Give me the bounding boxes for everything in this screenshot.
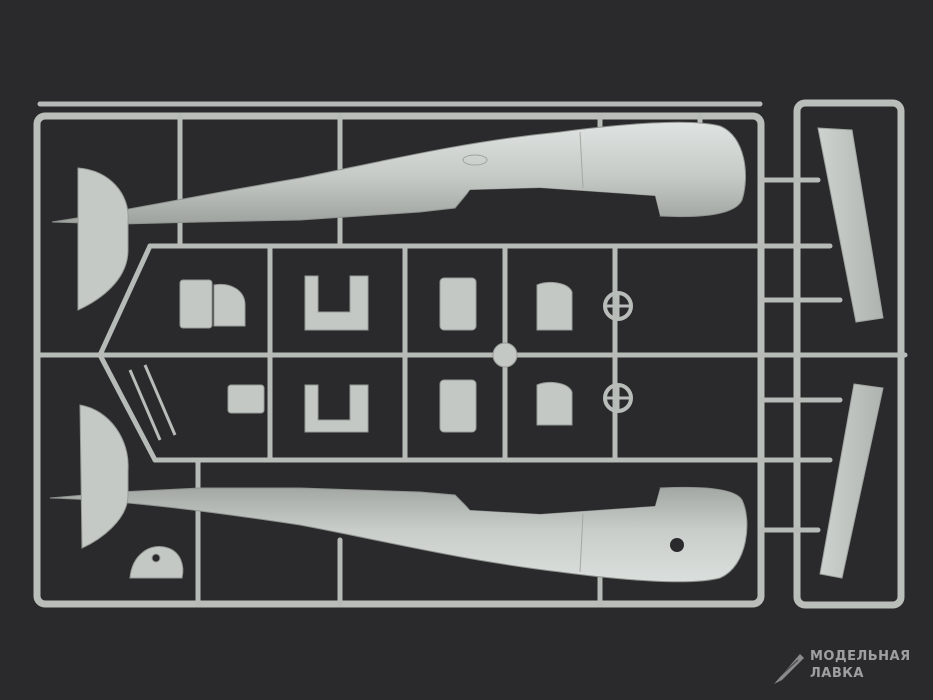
watermark-line-1: МОДЕЛЬНАЯ	[810, 649, 911, 664]
fuselage-half-lower	[49, 404, 748, 583]
feather-logo-icon	[774, 654, 804, 684]
watermark: МОДЕЛЬНАЯ ЛАВКА	[764, 646, 924, 690]
right-flap-upper	[817, 127, 884, 323]
right-flap-lower	[819, 383, 884, 579]
watermark-text: МОДЕЛЬНАЯ ЛАВКА	[810, 648, 911, 682]
small-parts-upper-row	[179, 275, 633, 331]
watermark-line-2: ЛАВКА	[810, 666, 864, 681]
fuselage-half-upper	[51, 121, 747, 311]
small-parts-lower-row	[128, 342, 633, 579]
